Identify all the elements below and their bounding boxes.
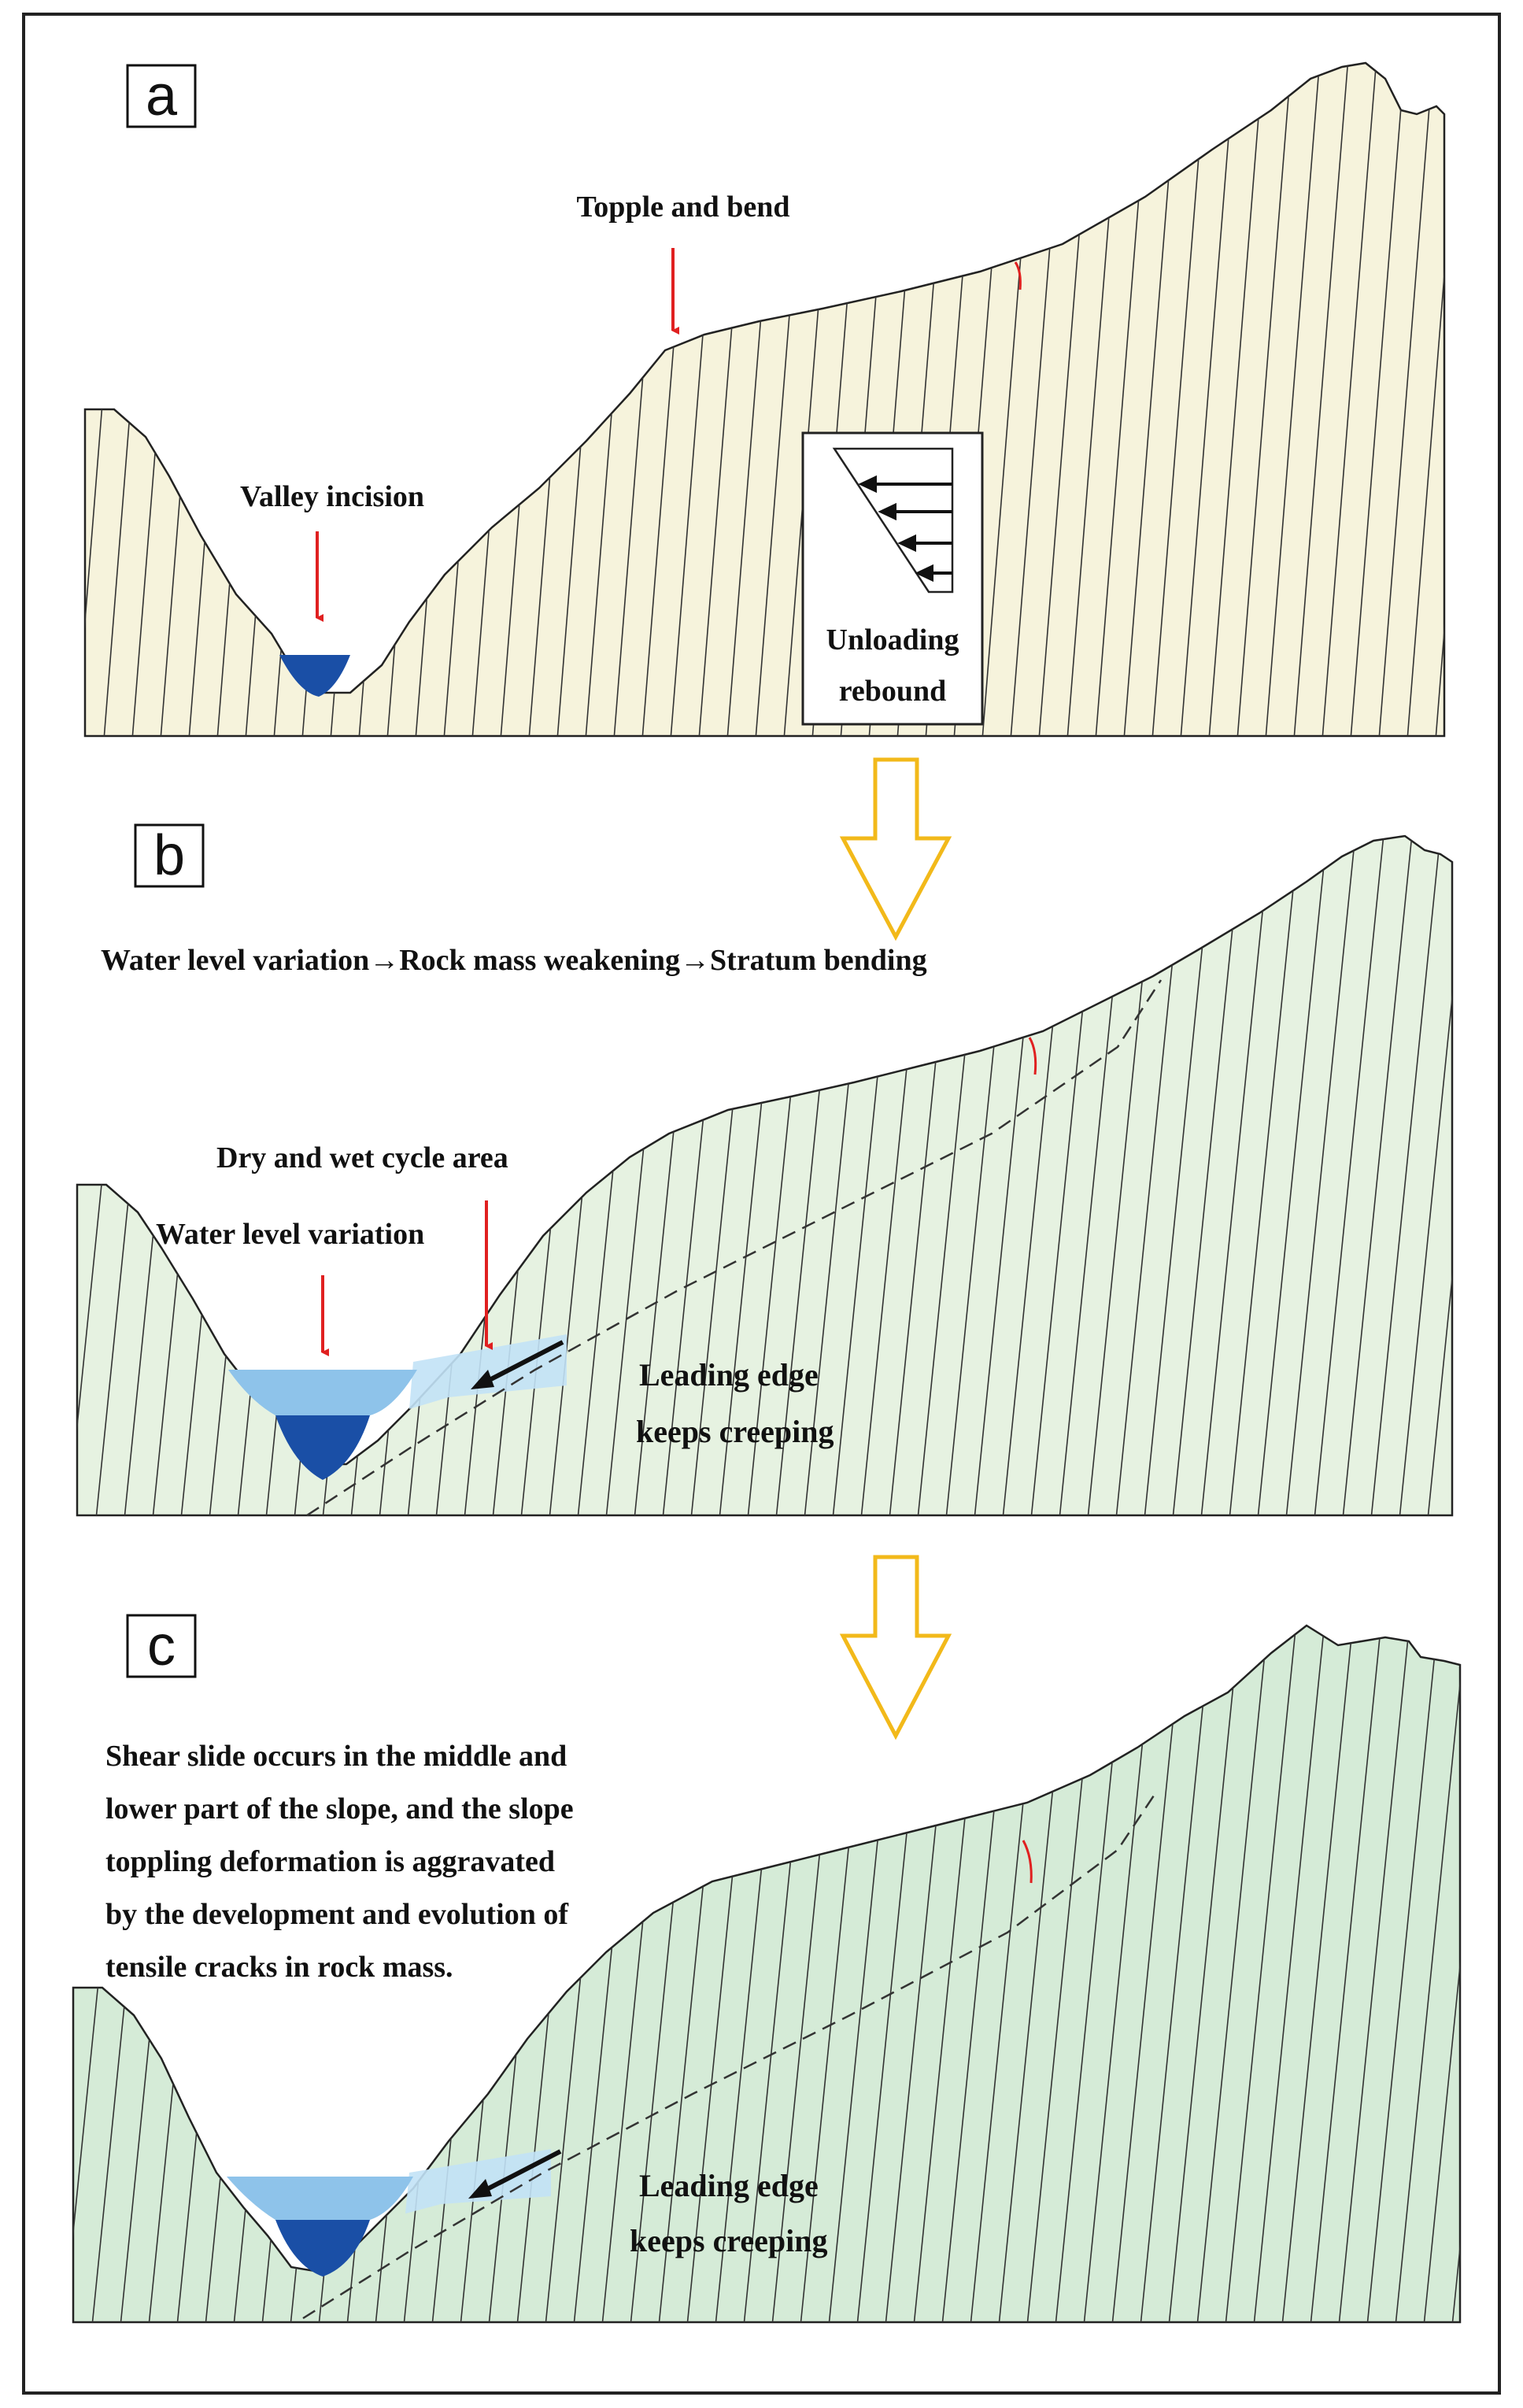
stratum-line <box>1399 836 1452 1515</box>
stratum-line <box>1140 1626 1212 2322</box>
stratum-line <box>1293 63 1350 736</box>
panel-b-creep-arrow <box>471 1340 564 1389</box>
inset-label-line2: rebound <box>839 675 947 708</box>
panel-b: b Water level variation→Rock mass weaken… <box>76 819 1523 1519</box>
stratum-line <box>1484 819 1523 1519</box>
stratum-line <box>1480 1622 1523 2326</box>
panel-b-letter: b <box>153 824 185 887</box>
stratum-line <box>1168 1626 1240 2322</box>
panel-c-leading-edge-line2: keeps creeping <box>630 2223 827 2258</box>
stratum-line <box>1172 836 1244 1515</box>
panel-a-red-crack <box>1014 261 1022 290</box>
panel-c-red-crack <box>1022 1840 1033 1884</box>
stratum-line <box>1314 836 1386 1515</box>
yellow-arrow-b-to-c <box>839 1555 952 1740</box>
stratum-line <box>1225 1626 1297 2322</box>
topple-label: Topple and bend <box>576 190 789 224</box>
valley-label: Valley incision <box>240 480 424 513</box>
stratum-line <box>1111 1626 1184 2322</box>
stratum-line <box>1180 63 1237 736</box>
panel-a-letter: a <box>146 65 178 128</box>
panel-a-letter-box <box>126 64 197 128</box>
panel-c-description-line: tensile cracks in rock mass. <box>105 1951 453 1984</box>
stratum-line <box>1322 63 1378 736</box>
stratum-line <box>1151 63 1208 736</box>
panel-c-letter-box <box>126 1614 197 1678</box>
stratum-line <box>1196 1626 1269 2322</box>
stratum-line <box>1366 1626 1439 2322</box>
panel-b-water-lower <box>275 1415 370 1480</box>
panel-c-water-lower <box>275 2220 370 2277</box>
stratum-line <box>1350 63 1407 736</box>
outer-frame <box>22 13 1501 2395</box>
stratum-line <box>273 63 330 736</box>
panel-b-leading-edge-line2: keeps creeping <box>636 1414 834 1449</box>
stratum-line <box>1253 1626 1325 2322</box>
panel-c-description-line: Shear slide occurs in the middle and <box>105 1740 567 1773</box>
panel-c-description-line: lower part of the slope, and the slope <box>105 1792 574 1825</box>
stratum-line <box>1464 47 1519 740</box>
panel-c-shear-zone <box>302 1790 1159 2320</box>
stratum-line <box>1265 63 1322 736</box>
panel-b-water-upper <box>228 1370 417 1415</box>
panel-a-slope <box>83 61 1446 738</box>
panel-c-water-upper <box>227 2177 413 2220</box>
stratum-line <box>1370 836 1443 1515</box>
panel-c-wet-zone <box>405 2149 551 2214</box>
water-level-label: Water level variation <box>156 1218 424 1251</box>
stratum-line <box>1407 63 1444 736</box>
stratum-line <box>330 63 386 736</box>
panel-b-shear-zone <box>306 979 1163 1517</box>
stratum-line <box>1395 1626 1460 2322</box>
stratum-line <box>1229 836 1301 1515</box>
rebound-arrows <box>858 475 952 583</box>
panel-c-letter: c <box>147 1615 176 1677</box>
stratum-line <box>1423 1626 1460 2322</box>
stratum-line <box>1338 1626 1410 2322</box>
stratum-line <box>1281 1626 1354 2322</box>
stratum-line <box>1200 836 1273 1515</box>
stratum-line <box>1208 63 1265 736</box>
inset-label-line1: Unloading <box>826 623 959 657</box>
stratum-line <box>1310 1626 1382 2322</box>
panel-c: c Shear slide occurs in the middle and l… <box>72 1614 1523 2326</box>
panel-a: a Topple and bend Valley incision Unload… <box>83 47 1519 740</box>
panel-c-description: Shear slide occurs in the middle and low… <box>105 1740 574 1984</box>
panel-c-leading-edge-line1: Leading edge <box>639 2168 819 2203</box>
panel-c-creep-arrow <box>468 2149 562 2199</box>
yellow-arrow-a-to-b <box>839 757 952 941</box>
stratum-line <box>1237 63 1293 736</box>
stratum-line <box>1285 836 1358 1515</box>
panel-a-water <box>279 655 350 697</box>
process-text: Water level variation→Rock mass weakenin… <box>101 944 927 977</box>
stratum-line <box>1427 836 1452 1515</box>
dry-wet-label: Dry and wet cycle area <box>216 1141 508 1174</box>
panel-c-description-line: by the development and evolution of <box>105 1898 569 1931</box>
stratum-line <box>1451 1626 1460 2322</box>
stratum-line <box>1257 836 1329 1515</box>
stratum-line <box>301 63 358 736</box>
stratum-line <box>1342 836 1414 1515</box>
panel-c-description-line: toppling deformation is aggravated <box>105 1845 555 1878</box>
stratum-line <box>1456 819 1523 1519</box>
panel-b-letter-box <box>134 823 205 888</box>
unloading-rebound-inset: Unloading rebound <box>801 431 984 726</box>
panel-b-leading-edge-line1: Leading edge <box>639 1357 819 1393</box>
panel-b-red-crack <box>1028 1037 1037 1075</box>
stratum-line <box>1378 63 1435 736</box>
